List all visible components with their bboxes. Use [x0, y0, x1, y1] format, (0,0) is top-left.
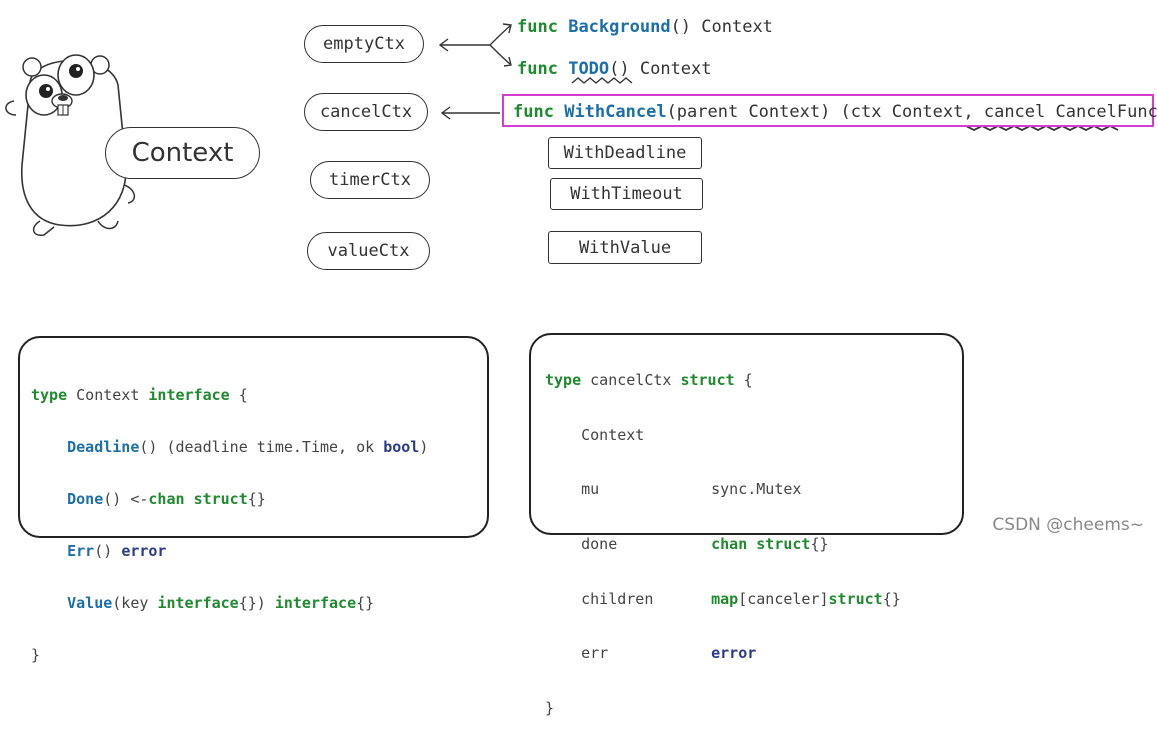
type-timerctx: timerCtx: [310, 161, 430, 199]
func-background: func Background() Context: [517, 17, 773, 37]
type-emptyctx: emptyCtx: [304, 25, 424, 63]
box-withtimeout: WithTimeout: [550, 178, 703, 210]
gopher-mascot: [5, 54, 136, 236]
code-line: }: [31, 646, 41, 664]
context-label: Context: [105, 127, 260, 179]
code-line: Err() error: [67, 542, 167, 560]
func-withcancel: func WithCancel(parent Context) (ctx Con…: [513, 102, 1158, 122]
func-todo: func TODO() Context: [517, 59, 712, 79]
code-line: Context: [581, 425, 645, 444]
code-line: Done() <-chan struct{}: [67, 490, 266, 508]
box-withvalue: WithValue: [548, 231, 702, 264]
code-line: type Context interface {: [31, 386, 248, 404]
context-interface-panel: [18, 336, 489, 538]
context-interface-code: type Context interface { Deadline() (dea…: [31, 356, 428, 694]
box-withdeadline: WithDeadline: [548, 137, 702, 169]
type-cancelctx: cancelCtx: [304, 93, 428, 131]
code-line: }: [545, 698, 555, 717]
csdn-watermark: CSDN @cheems~: [992, 515, 1144, 535]
code-line: Value(key interface{}) interface{}: [67, 594, 375, 612]
withcancel-highlight-box: [502, 94, 1154, 127]
cancelctx-struct-panel: [529, 333, 964, 535]
code-line: Deadline() (deadline time.Time, ok bool): [67, 438, 429, 456]
type-valuectx: valueCtx: [307, 232, 430, 270]
code-line: type cancelCtx struct {: [545, 371, 753, 390]
squiggle-todo: [571, 77, 633, 84]
